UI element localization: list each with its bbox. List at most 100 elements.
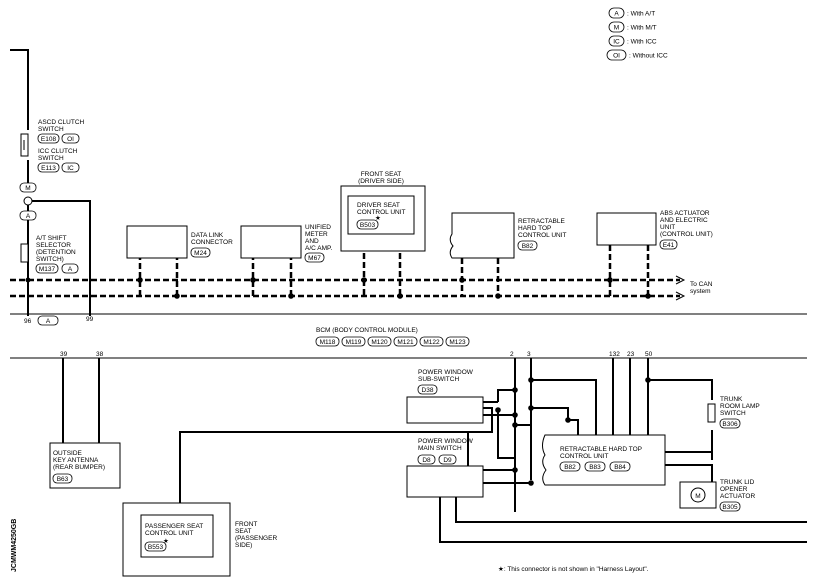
driver-seat-cu-label-2: CONTROL UNIT (357, 209, 406, 216)
at-shift-selector: A/T SHIFT SELECTOR (DETENTION SWITCH) M1… (20, 235, 79, 274)
legend-text-oi: : Without ICC (629, 53, 668, 60)
motor-label: M (695, 493, 700, 500)
icc-conn: E113 (41, 165, 56, 172)
front-seat-driver-label-2: (DRIVER SIDE) (358, 178, 404, 185)
front-seat-pass-label-3: (PASSENGER (235, 535, 277, 542)
selector-conn: M137 (39, 266, 56, 273)
pass-seat-star: ★ (163, 537, 169, 545)
pw-sub-label-1: POWER WINDOW (418, 369, 474, 376)
ascd-label-2: SWITCH (38, 126, 64, 133)
trunk-room-lamp-switch: TRUNK ROOM LAMP SWITCH B306 (707, 396, 760, 429)
power-window-main-switch: POWER WINDOW MAIN SWITCH D8 D9 (406, 438, 484, 498)
trunk-lid-opener: M TRUNK LID OPENER ACTUATOR B305 (679, 479, 755, 512)
antenna-label-2: KEY ANTENNA (53, 457, 99, 464)
at-code: A (26, 213, 31, 220)
pw-main-conn-2: D9 (443, 457, 452, 464)
pw-main-label-2: MAIN SWITCH (418, 445, 462, 452)
side-id: JCMWM4250GB (11, 519, 18, 572)
trunk-lamp-conn: B306 (722, 421, 738, 428)
rht-top-conn: B82 (522, 243, 534, 250)
legend-text-ic: : With ICC (627, 39, 657, 46)
outside-key-antenna: OUTSIDE KEY ANTENNA (REAR BUMPER) B63 (49, 442, 121, 489)
antenna-label-1: OUTSIDE (53, 450, 83, 457)
pin-3: 3 (527, 351, 531, 358)
pin-99: 99 (86, 316, 94, 323)
rht-bottom-conn-1: B82 (564, 464, 576, 471)
trunk-lamp-label-3: SWITCH (720, 410, 746, 417)
front-seat-pass-label-1: FRONT (235, 521, 257, 528)
selector-switch-icon (20, 243, 29, 263)
meter-label-1: UNIFIED (305, 224, 331, 231)
dlc-label-2: CONNECTOR (191, 239, 233, 246)
left-codes: M A (19, 182, 37, 221)
bcm-conn-1: M118 (320, 339, 336, 346)
motor-icon (690, 487, 706, 503)
abs-label-1: ABS ACTUATOR (660, 210, 710, 217)
abs-conn: E41 (663, 242, 675, 249)
pin-96-code: A (46, 318, 51, 325)
rht-bottom: RETRACTABLE HARD TOP CONTROL UNIT B82 B8… (542, 434, 666, 486)
rht-top-label-2: HARD TOP (518, 225, 551, 232)
bcm-conn-2: M119 (346, 339, 362, 346)
pin-23: 23 (627, 351, 635, 358)
pass-seat-cu-label-2: CONTROL UNIT (145, 530, 194, 537)
legend-code-ic: IC (613, 39, 620, 46)
legend-code-m: M (614, 25, 619, 32)
legend-text-a: : With A/T (627, 11, 655, 18)
legend-text-m: : With M/T (627, 25, 657, 32)
selector-label-4: SWITCH) (36, 256, 64, 263)
trunk-lamp-label-1: TRUNK (720, 396, 743, 403)
pw-sub-label-2: SUB-SWITCH (418, 376, 459, 383)
icc-label-2: SWITCH (38, 155, 64, 162)
front-seat-pass-label-4: SIDE) (235, 542, 252, 549)
pin-132: 132 (609, 351, 620, 358)
antenna-label-3: (REAR BUMPER) (53, 464, 105, 471)
rht-bottom-conn-3: B84 (614, 464, 626, 471)
ascd-code: OI (67, 136, 74, 143)
rht-bottom-label-2: CONTROL UNIT (560, 453, 609, 460)
bottom-wiring (62, 358, 807, 543)
bcm-title: BCM (BODY CONTROL MODULE) (316, 327, 418, 334)
ascd-label-1: ASCD CLUTCH (38, 119, 85, 126)
pin-39: 39 (60, 351, 68, 358)
bcm-conn-5: M122 (423, 339, 440, 346)
dlc-label-1: DATA LINK (191, 232, 224, 239)
front-seat-driver: FRONT SEAT (DRIVER SIDE) DRIVER SEAT CON… (340, 171, 426, 252)
selector-label-2: SELECTOR (36, 242, 71, 249)
trunk-lid-label-3: ACTUATOR (720, 493, 755, 500)
pin-50: 50 (645, 351, 653, 358)
can-bus: To CAN system (10, 235, 713, 301)
data-link-connector: DATA LINK CONNECTOR M24 (126, 225, 233, 259)
mt-code: M (25, 185, 30, 192)
bcm: BCM (BODY CONTROL MODULE) M118 M119 M120… (10, 327, 807, 359)
driver-seat-cu-label-1: DRIVER SEAT (357, 202, 400, 209)
abs-label-2: AND ELECTRIC (660, 217, 708, 224)
footnote: ★: This connector is not shown in "Harne… (498, 565, 649, 573)
antenna-conn: B63 (57, 476, 69, 483)
trunk-lid-conn: B305 (722, 504, 738, 511)
legend-code-a: A (614, 11, 619, 18)
bcm-conn-4: M121 (397, 339, 414, 346)
rht-top: RETRACTABLE HARD TOP CONTROL UNIT B82 (449, 212, 567, 259)
front-seat-driver-label-1: FRONT SEAT (361, 171, 402, 178)
abs-actuator: ABS ACTUATOR AND ELECTRIC UNIT (CONTROL … (596, 210, 713, 250)
trunk-lamp-label-2: ROOM LAMP (720, 403, 760, 410)
trunk-lid-label-2: OPENER (720, 486, 748, 493)
dlc-conn: M24 (194, 250, 207, 257)
icc-code: IC (67, 165, 74, 172)
trunk-lamp-switch-icon (707, 403, 716, 423)
pin-96: 96 (24, 318, 32, 325)
to-can-1: To CAN (690, 281, 713, 288)
meter-label-2: METER (305, 231, 328, 238)
legend: A : With A/T M : With M/T IC : With ICC … (606, 7, 668, 61)
power-window-sub-switch: POWER WINDOW SUB-SWITCH D38 (406, 369, 484, 424)
front-seat-pass-label-2: SEAT (235, 528, 252, 535)
ascd-conn: E108 (41, 136, 57, 143)
pw-sub-conn: D38 (422, 387, 434, 394)
pw-main-conn-1: D8 (422, 457, 431, 464)
front-seat-passenger: PASSENGER SEAT CONTROL UNIT B553 ★ FRONT… (122, 502, 277, 577)
bcm-conn-6: M123 (449, 339, 466, 346)
pins-96-99: 96 A 99 (24, 315, 94, 326)
driver-seat-cu-conn: B503 (360, 222, 376, 229)
selector-label-1: A/T SHIFT (36, 235, 67, 242)
